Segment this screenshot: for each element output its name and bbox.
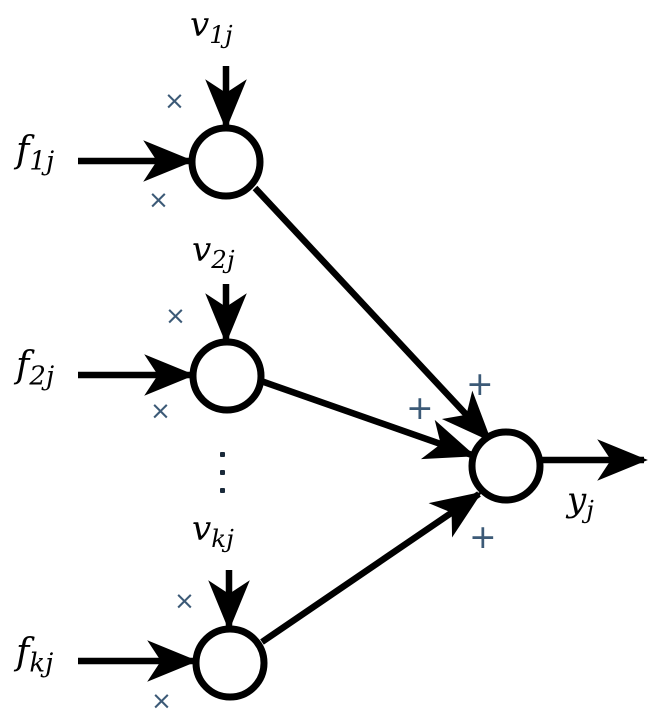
times-icon-2-top: × — [165, 301, 186, 330]
sum-edge-1 — [252, 185, 492, 442]
times-icon-k-top: × — [174, 586, 195, 615]
mult-node-1 — [188, 124, 264, 200]
sum-edge-2 — [259, 377, 476, 460]
plus-icon-top: + — [466, 364, 494, 403]
vertical-ellipsis-icon — [220, 452, 225, 493]
input-label-k: fkj — [16, 632, 54, 679]
times-icon-1-top: × — [164, 86, 185, 115]
weight-label-k: vkj — [192, 509, 235, 553]
input-label-1: f1j — [16, 130, 55, 177]
times-icon-k-bottom: × — [151, 686, 172, 715]
input-label-2: f2j — [16, 345, 55, 392]
mult-node-k — [192, 625, 268, 701]
times-icon-2-bottom: × — [150, 396, 171, 425]
mult-node-2 — [189, 338, 265, 414]
plus-icon-bottom: + — [469, 517, 497, 556]
weight-label-1: v1j — [190, 5, 233, 49]
edge-layer — [78, 66, 648, 682]
times-icon-1-bottom: × — [148, 185, 169, 214]
weight-label-2: v2j — [192, 230, 235, 274]
output-label: yj — [567, 480, 595, 524]
sum-node — [468, 428, 544, 504]
plus-icon-middle: + — [406, 388, 434, 427]
sum-edge-k — [260, 491, 483, 645]
node-layer — [188, 124, 544, 701]
